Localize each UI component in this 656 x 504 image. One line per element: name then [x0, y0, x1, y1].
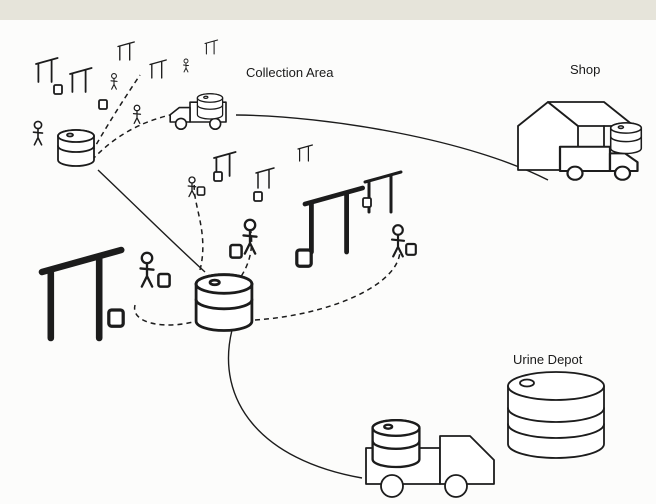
- jerry-can-icon: [362, 197, 372, 208]
- jerry-can-icon: [213, 171, 223, 182]
- tank-icon: [194, 273, 254, 332]
- person-icon: [110, 73, 118, 90]
- person-icon: [32, 120, 44, 146]
- tank-icon: [57, 129, 95, 167]
- tank-icon: [371, 419, 421, 469]
- jerry-can-icon: [98, 99, 108, 110]
- jerry-can-icon: [157, 272, 171, 288]
- route-lower-tank-to-depot-truck: [227, 329, 363, 479]
- dashed-path-left: [134, 304, 201, 326]
- shelter-icon: [204, 39, 219, 55]
- shelter-icon: [117, 41, 135, 61]
- shelter-icon: [255, 167, 275, 189]
- jerry-can-icon: [229, 243, 243, 259]
- dashed-path-upper: [91, 114, 171, 161]
- shelter-icon: [305, 188, 363, 252]
- dashed-path-right: [254, 249, 401, 321]
- tank-icon: [196, 93, 224, 120]
- route-tank-to-lower-tank: [97, 169, 206, 273]
- shelter-icon: [69, 67, 93, 93]
- tank-icon: [609, 122, 643, 155]
- shelter-icon: [297, 144, 313, 162]
- person-icon: [183, 58, 189, 73]
- label-urine-depot: Urine Depot: [513, 352, 583, 367]
- person-icon: [242, 218, 258, 255]
- shelter-icon: [35, 57, 59, 83]
- person-icon: [139, 251, 155, 288]
- top-band: [0, 0, 656, 20]
- jerry-can-icon: [107, 308, 125, 328]
- jerry-can-icon: [253, 191, 263, 202]
- shelter-icon: [149, 59, 167, 79]
- person-icon: [390, 224, 406, 258]
- jerry-can-icon: [53, 84, 63, 95]
- dashed-path-upper-2: [91, 74, 141, 153]
- jerry-can-icon: [196, 186, 206, 196]
- urine-depot-tank-icon: [507, 371, 605, 459]
- jerry-can-icon: [295, 248, 313, 268]
- diagram: Collection Area Shop Urine Depot: [0, 20, 656, 504]
- jerry-can-icon: [405, 242, 417, 256]
- route-collection-to-shop: [235, 114, 549, 181]
- person-icon: [187, 176, 197, 198]
- label-shop: Shop: [570, 62, 601, 77]
- person-icon: [132, 104, 142, 125]
- label-collection-area: Collection Area: [246, 65, 334, 80]
